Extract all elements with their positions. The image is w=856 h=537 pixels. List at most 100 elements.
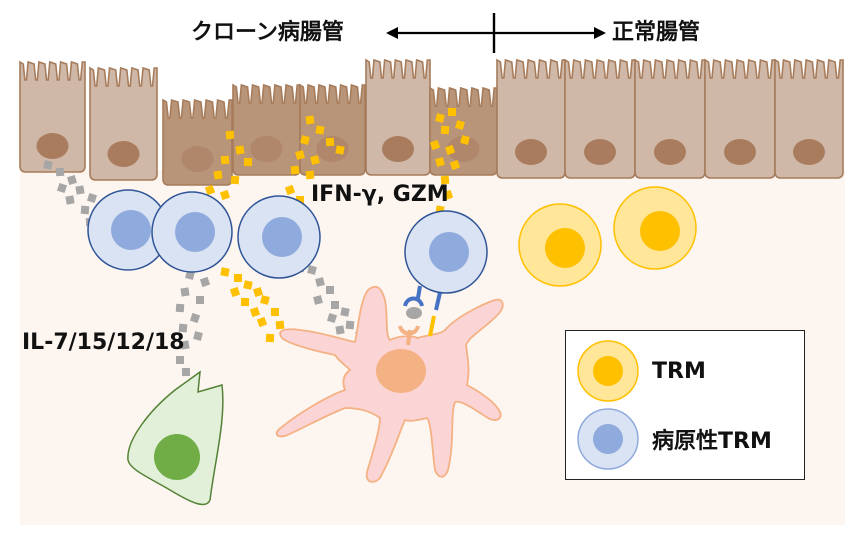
inducer-cytokine-particle xyxy=(80,205,90,215)
inducer-cytokine-particle xyxy=(196,296,204,304)
effector-cytokine-particle xyxy=(305,170,315,180)
pathogenic-trm-cells xyxy=(87,189,488,294)
mhc-molecule xyxy=(398,325,420,346)
trm-nucleus xyxy=(640,211,680,251)
effector-cytokine-particle xyxy=(448,108,456,116)
inducer-cytokine-particle xyxy=(86,192,98,204)
effector-cytokine-particle xyxy=(295,150,305,160)
epithelium-layer xyxy=(19,58,844,186)
inducer-cytokine-particle xyxy=(75,185,85,195)
effector-cytokine-particle xyxy=(220,267,230,277)
inducer-cytokine-particle xyxy=(307,265,317,275)
effector-cytokine-particle xyxy=(220,155,230,165)
epithelial-cell-body xyxy=(429,86,498,176)
effector-cytokine-particle xyxy=(455,120,465,130)
trm-nucleus xyxy=(545,228,585,268)
pathogenic-trm-nucleus xyxy=(262,217,302,257)
epithelial-nucleus xyxy=(316,136,349,162)
double-arrow-icon xyxy=(386,13,606,53)
effector-cytokine-particle xyxy=(284,184,296,196)
effector-cytokine-particle xyxy=(204,184,216,196)
epithelial-cell-inflamed xyxy=(429,86,498,176)
inducer-cytokine-particle xyxy=(340,307,350,317)
effector-cytokine-particle xyxy=(252,286,264,298)
epithelial-cell-body xyxy=(89,66,158,181)
pathogenic-trm-nucleus xyxy=(175,212,215,252)
effector-cytokine-particle xyxy=(290,165,300,175)
stromal-nucleus xyxy=(154,434,200,480)
epithelial-cell-body xyxy=(564,58,636,179)
inducer-cytokine-particle xyxy=(326,286,334,294)
effector-cytokine-particle xyxy=(265,333,275,343)
inducer-cytokine-particle xyxy=(331,301,339,309)
inducer-cytokine-particle xyxy=(175,303,185,313)
effector-cytokine-particle xyxy=(230,175,240,185)
epithelial-cell-body xyxy=(232,83,301,176)
inducer-cytokine-particle xyxy=(56,182,68,194)
costim-ligand xyxy=(428,315,436,337)
trm-cells xyxy=(518,186,697,287)
epithelial-nucleus xyxy=(447,136,480,162)
trm-cell xyxy=(518,203,602,287)
legend-item-pathogenic-trm: 病原性TRM xyxy=(576,407,772,471)
effector-cytokine-particle xyxy=(300,135,310,145)
epithelial-cell-normal xyxy=(89,66,158,181)
epithelial-cell-normal xyxy=(19,60,86,173)
inducer-cytokine-particle xyxy=(180,340,190,350)
effector-cytokine-particle xyxy=(325,137,335,147)
inducer-cytokine-particle xyxy=(313,295,323,305)
effector-cytokine-particle xyxy=(249,306,261,318)
legend-item-trm: TRM xyxy=(576,339,706,403)
inducing-cytokine-label: IL-7/15/12/18 xyxy=(22,330,185,355)
dendritic-nucleus xyxy=(376,349,426,393)
effector-cytokine-label: IFN-γ, GZM xyxy=(311,182,449,207)
effector-cytokine-particle xyxy=(213,170,223,180)
inducer-cytokine-particle xyxy=(193,331,203,341)
inducer-cytokine-particle xyxy=(180,287,190,297)
effector-cytokine-particle xyxy=(234,274,242,282)
epithelial-cell-inflamed xyxy=(232,83,301,176)
inducer-cytokine-particle xyxy=(199,276,211,288)
legend-label-pathogenic-trm: 病原性TRM xyxy=(652,429,772,454)
inducer-cytokine-particle xyxy=(345,320,355,330)
effector-cytokine-particle xyxy=(275,320,285,330)
inducer-cytokine-particle xyxy=(181,367,191,377)
inducer-cytokine-particle xyxy=(335,325,345,335)
epithelial-cell-normal xyxy=(496,58,566,179)
epithelial-cell-normal xyxy=(634,58,706,179)
normal-intestine-label: 正常腸管 xyxy=(612,20,701,45)
pathogenic-trm-nucleus xyxy=(429,232,469,272)
dendritic-cell xyxy=(275,285,504,483)
epithelial-cell-normal xyxy=(564,58,636,179)
effector-cytokine-particle xyxy=(444,144,456,156)
inducer-cytokine-particle xyxy=(189,312,201,324)
pathogenic-trm-legend-icon xyxy=(577,408,639,470)
effector-cytokine-particle xyxy=(429,139,441,151)
epithelial-nucleus xyxy=(515,139,547,165)
epithelial-cell-normal xyxy=(365,58,431,176)
epithelial-nucleus xyxy=(181,146,214,172)
inducer-cytokine-particle xyxy=(176,356,184,364)
trm-legend-icon xyxy=(577,340,639,402)
inducer-cytokine-particle xyxy=(326,312,338,324)
epithelial-cell-body xyxy=(774,58,844,179)
epithelial-nucleus xyxy=(584,139,616,165)
pathogenic-trm-cell xyxy=(404,210,488,294)
epithelial-cell-body xyxy=(162,98,233,186)
effector-cytokine-particle xyxy=(449,159,461,171)
epithelial-cell-body xyxy=(365,58,431,176)
epithelial-cell-body xyxy=(496,58,566,179)
effector-cytokine-particle xyxy=(442,189,454,201)
epithelial-cell-normal xyxy=(704,58,776,179)
effector-cytokine-particle xyxy=(440,125,450,135)
effector-cytokine-particle xyxy=(460,135,470,145)
inducer-cytokine-particle xyxy=(67,175,77,185)
effector-cytokine-particle xyxy=(305,115,315,125)
epithelial-cell-inflamed xyxy=(299,83,366,176)
effector-cytokine-particle xyxy=(225,130,235,140)
effector-cytokine-particle xyxy=(440,175,450,185)
inducer-cytokine-particle xyxy=(43,160,53,170)
epithelial-nucleus xyxy=(382,136,414,162)
effector-cytokine-particle xyxy=(219,189,231,201)
effector-cytokine-particle xyxy=(240,297,250,307)
